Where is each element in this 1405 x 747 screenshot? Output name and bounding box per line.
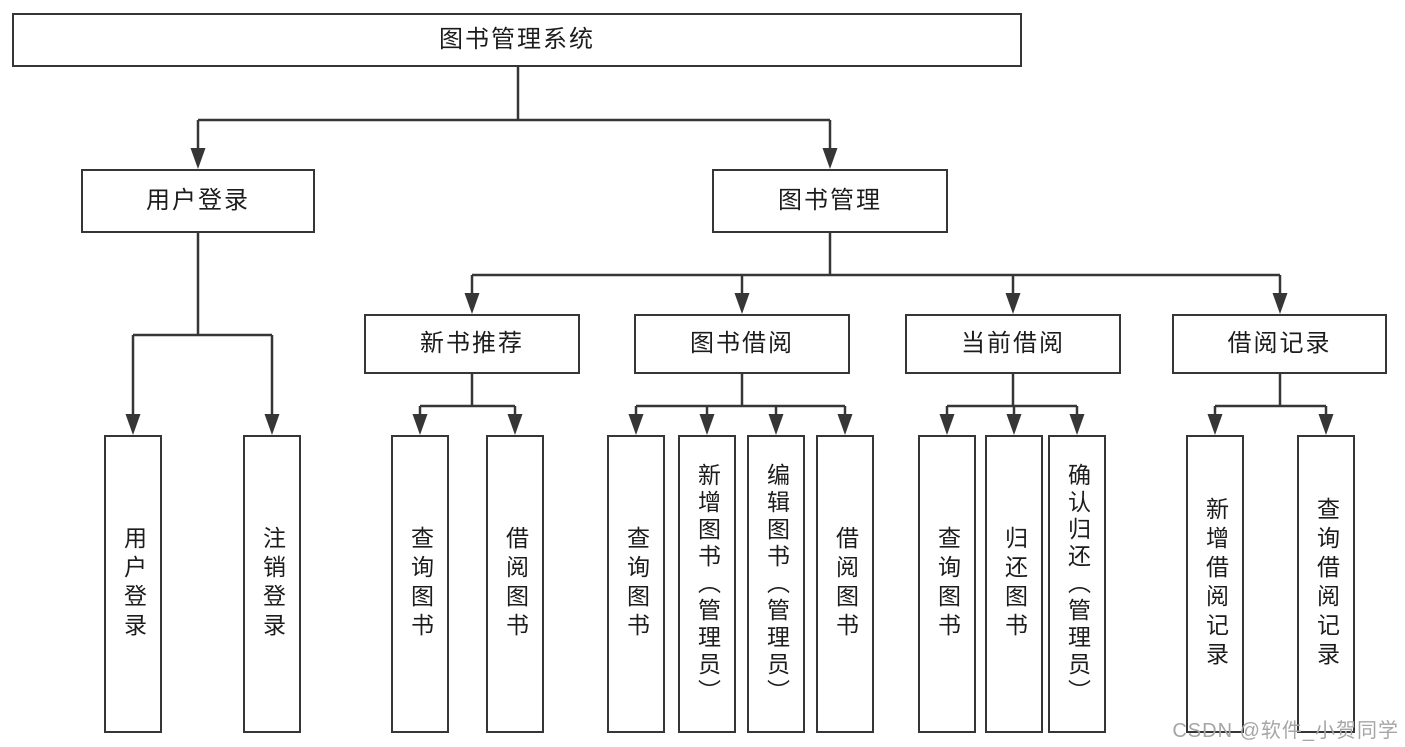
leaf-borrow-query-book: 查询图书 bbox=[607, 435, 665, 733]
leaf-recommend-borrow-book: 借阅图书 bbox=[486, 435, 544, 733]
node-label: 注销登录 bbox=[259, 526, 286, 642]
node-label: 借阅图书 bbox=[502, 526, 529, 642]
node-library-management-system: 图书管理系统 bbox=[12, 13, 1022, 67]
leaf-recommend-query-book: 查询图书 bbox=[391, 435, 449, 733]
node-label: 新增借阅记录 bbox=[1202, 497, 1229, 671]
node-label: 新增图书（管理员） bbox=[694, 462, 721, 706]
csdn-watermark: CSDN @软件_小贺同学 bbox=[1172, 720, 1399, 742]
node-book-borrowing: 图书借阅 bbox=[634, 314, 850, 374]
node-user-login: 用户登录 bbox=[81, 169, 315, 233]
node-new-book-recommendation: 新书推荐 bbox=[364, 314, 580, 374]
node-label: 归还图书 bbox=[1001, 526, 1028, 642]
node-label: 新书推荐 bbox=[420, 330, 524, 357]
node-label: 用户登录 bbox=[146, 187, 250, 214]
leaf-add-book-admin: 新增图书（管理员） bbox=[678, 435, 736, 733]
node-label: 查询图书 bbox=[934, 526, 961, 642]
node-label: 查询图书 bbox=[623, 526, 650, 642]
node-label: 当前借阅 bbox=[961, 330, 1065, 357]
node-label: 编辑图书（管理员） bbox=[763, 462, 790, 706]
node-book-management: 图书管理 bbox=[712, 169, 948, 233]
leaf-borrow-book: 借阅图书 bbox=[816, 435, 874, 733]
node-current-borrowing: 当前借阅 bbox=[905, 314, 1121, 374]
node-label: 图书管理系统 bbox=[439, 26, 595, 53]
node-label: 图书借阅 bbox=[690, 330, 794, 357]
leaf-confirm-return-admin: 确认归还（管理员） bbox=[1048, 435, 1106, 733]
node-label: 借阅图书 bbox=[832, 526, 859, 642]
node-label: 查询借阅记录 bbox=[1313, 497, 1340, 671]
leaf-logout-action: 注销登录 bbox=[243, 435, 301, 733]
node-label: 确认归还（管理员） bbox=[1064, 462, 1091, 706]
node-label: 图书管理 bbox=[778, 187, 882, 214]
node-label: 用户登录 bbox=[120, 526, 147, 642]
leaf-add-borrow-record: 新增借阅记录 bbox=[1186, 435, 1244, 733]
leaf-query-borrow-record: 查询借阅记录 bbox=[1297, 435, 1355, 733]
leaf-current-query-book: 查询图书 bbox=[918, 435, 976, 733]
leaf-edit-book-admin: 编辑图书（管理员） bbox=[747, 435, 805, 733]
node-borrowing-records: 借阅记录 bbox=[1172, 314, 1387, 374]
leaf-return-book: 归还图书 bbox=[985, 435, 1043, 733]
node-label: 查询图书 bbox=[407, 526, 434, 642]
node-label: 借阅记录 bbox=[1227, 330, 1332, 357]
leaf-user-login-action: 用户登录 bbox=[104, 435, 162, 733]
